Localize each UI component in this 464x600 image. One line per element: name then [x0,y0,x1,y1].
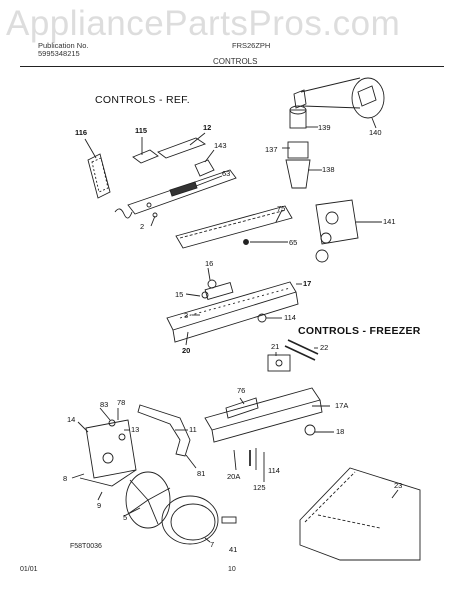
callout-2: 2 [140,222,145,231]
part-137 [287,141,309,159]
spring-wire [114,208,133,219]
callout-137: 137 [265,145,278,154]
callout-63: 63 [222,169,231,178]
part-18-knob [304,424,316,436]
part-5-fan [125,471,171,529]
callout-16: 16 [205,259,214,268]
callout-15: 15 [175,290,184,299]
callout-14: 14 [67,415,76,424]
callout-138: 138 [322,165,335,174]
callout-78: 78 [117,398,126,407]
callout-115: 115 [135,126,148,135]
part-21-switch [267,354,291,372]
callout-17a: 17A [335,401,349,410]
callout-139: 139 [318,123,331,132]
part-63 [169,181,198,197]
part-140-detail [351,77,385,119]
part-13 [118,433,126,441]
part-7-motor [161,495,219,545]
callout-5: 5 [123,513,128,522]
callout-65: 65 [289,238,298,247]
part-17a-housing [204,387,321,431]
part-41-screw [221,516,237,524]
watermark: AppliancePartsPros.com [6,4,401,43]
callout-13: 13 [131,425,140,434]
callout-11: 11 [189,425,197,434]
callout-83: 83 [100,400,109,409]
controls-ref-heading: CONTROLS - REF. [95,94,190,106]
part-75-cover [175,205,293,249]
part-22-wire [284,345,316,361]
part-139-body [289,109,307,129]
header-rule [20,66,444,67]
page-number: 10 [228,566,236,573]
callout-8: 8 [63,474,68,483]
callout-3: 3 [184,311,189,320]
callout-23: 23 [394,481,403,490]
callout-41: 41 [229,545,238,554]
callout-20: 20 [182,346,191,355]
part-141-valve [315,199,359,245]
part-116-bracket [87,153,111,199]
callout-22: 22 [320,343,329,352]
callout-17: 17 [303,279,312,288]
callout-20a: 20A [227,472,241,481]
part-143 [194,159,215,177]
callout-12: 12 [203,123,212,132]
callout-81: 81 [197,469,206,478]
footer-date: 01/01 [20,566,38,573]
controls-freezer-heading: CONTROLS - FREEZER [298,325,421,337]
callout-116: 116 [75,128,88,137]
publication-label: Publication No. [38,41,89,50]
callout-76: 76 [237,386,246,395]
callout-125: 125 [253,483,266,492]
part-11-arm [137,404,191,457]
callout-114a: 114 [284,313,296,322]
callout-143: 143 [214,141,227,150]
part-23-duct [299,467,421,561]
part-115 [132,149,159,164]
publication-number: 5995348215 [38,49,80,58]
part-housing-plate [127,169,237,215]
model-number: FRS26ZPH [232,41,271,50]
section-title: CONTROLS [213,57,258,66]
callout-9: 9 [97,501,102,510]
part-17-housing [166,281,297,331]
part-76 [225,397,259,419]
part-138-filter [285,159,311,189]
callout-140: 140 [369,128,382,137]
part-14-bracket [85,419,137,479]
part-12 [157,137,206,159]
callout-7: 7 [210,540,215,549]
callout-21: 21 [271,342,280,351]
callout-75: 75 [277,204,286,213]
part-16-thermostat [204,282,234,300]
callout-114b: 114 [268,466,280,475]
callout-18: 18 [336,427,345,436]
drawing-id: F58T0036 [70,543,102,550]
part-65-screw [243,239,249,245]
callout-141: 141 [383,217,396,226]
